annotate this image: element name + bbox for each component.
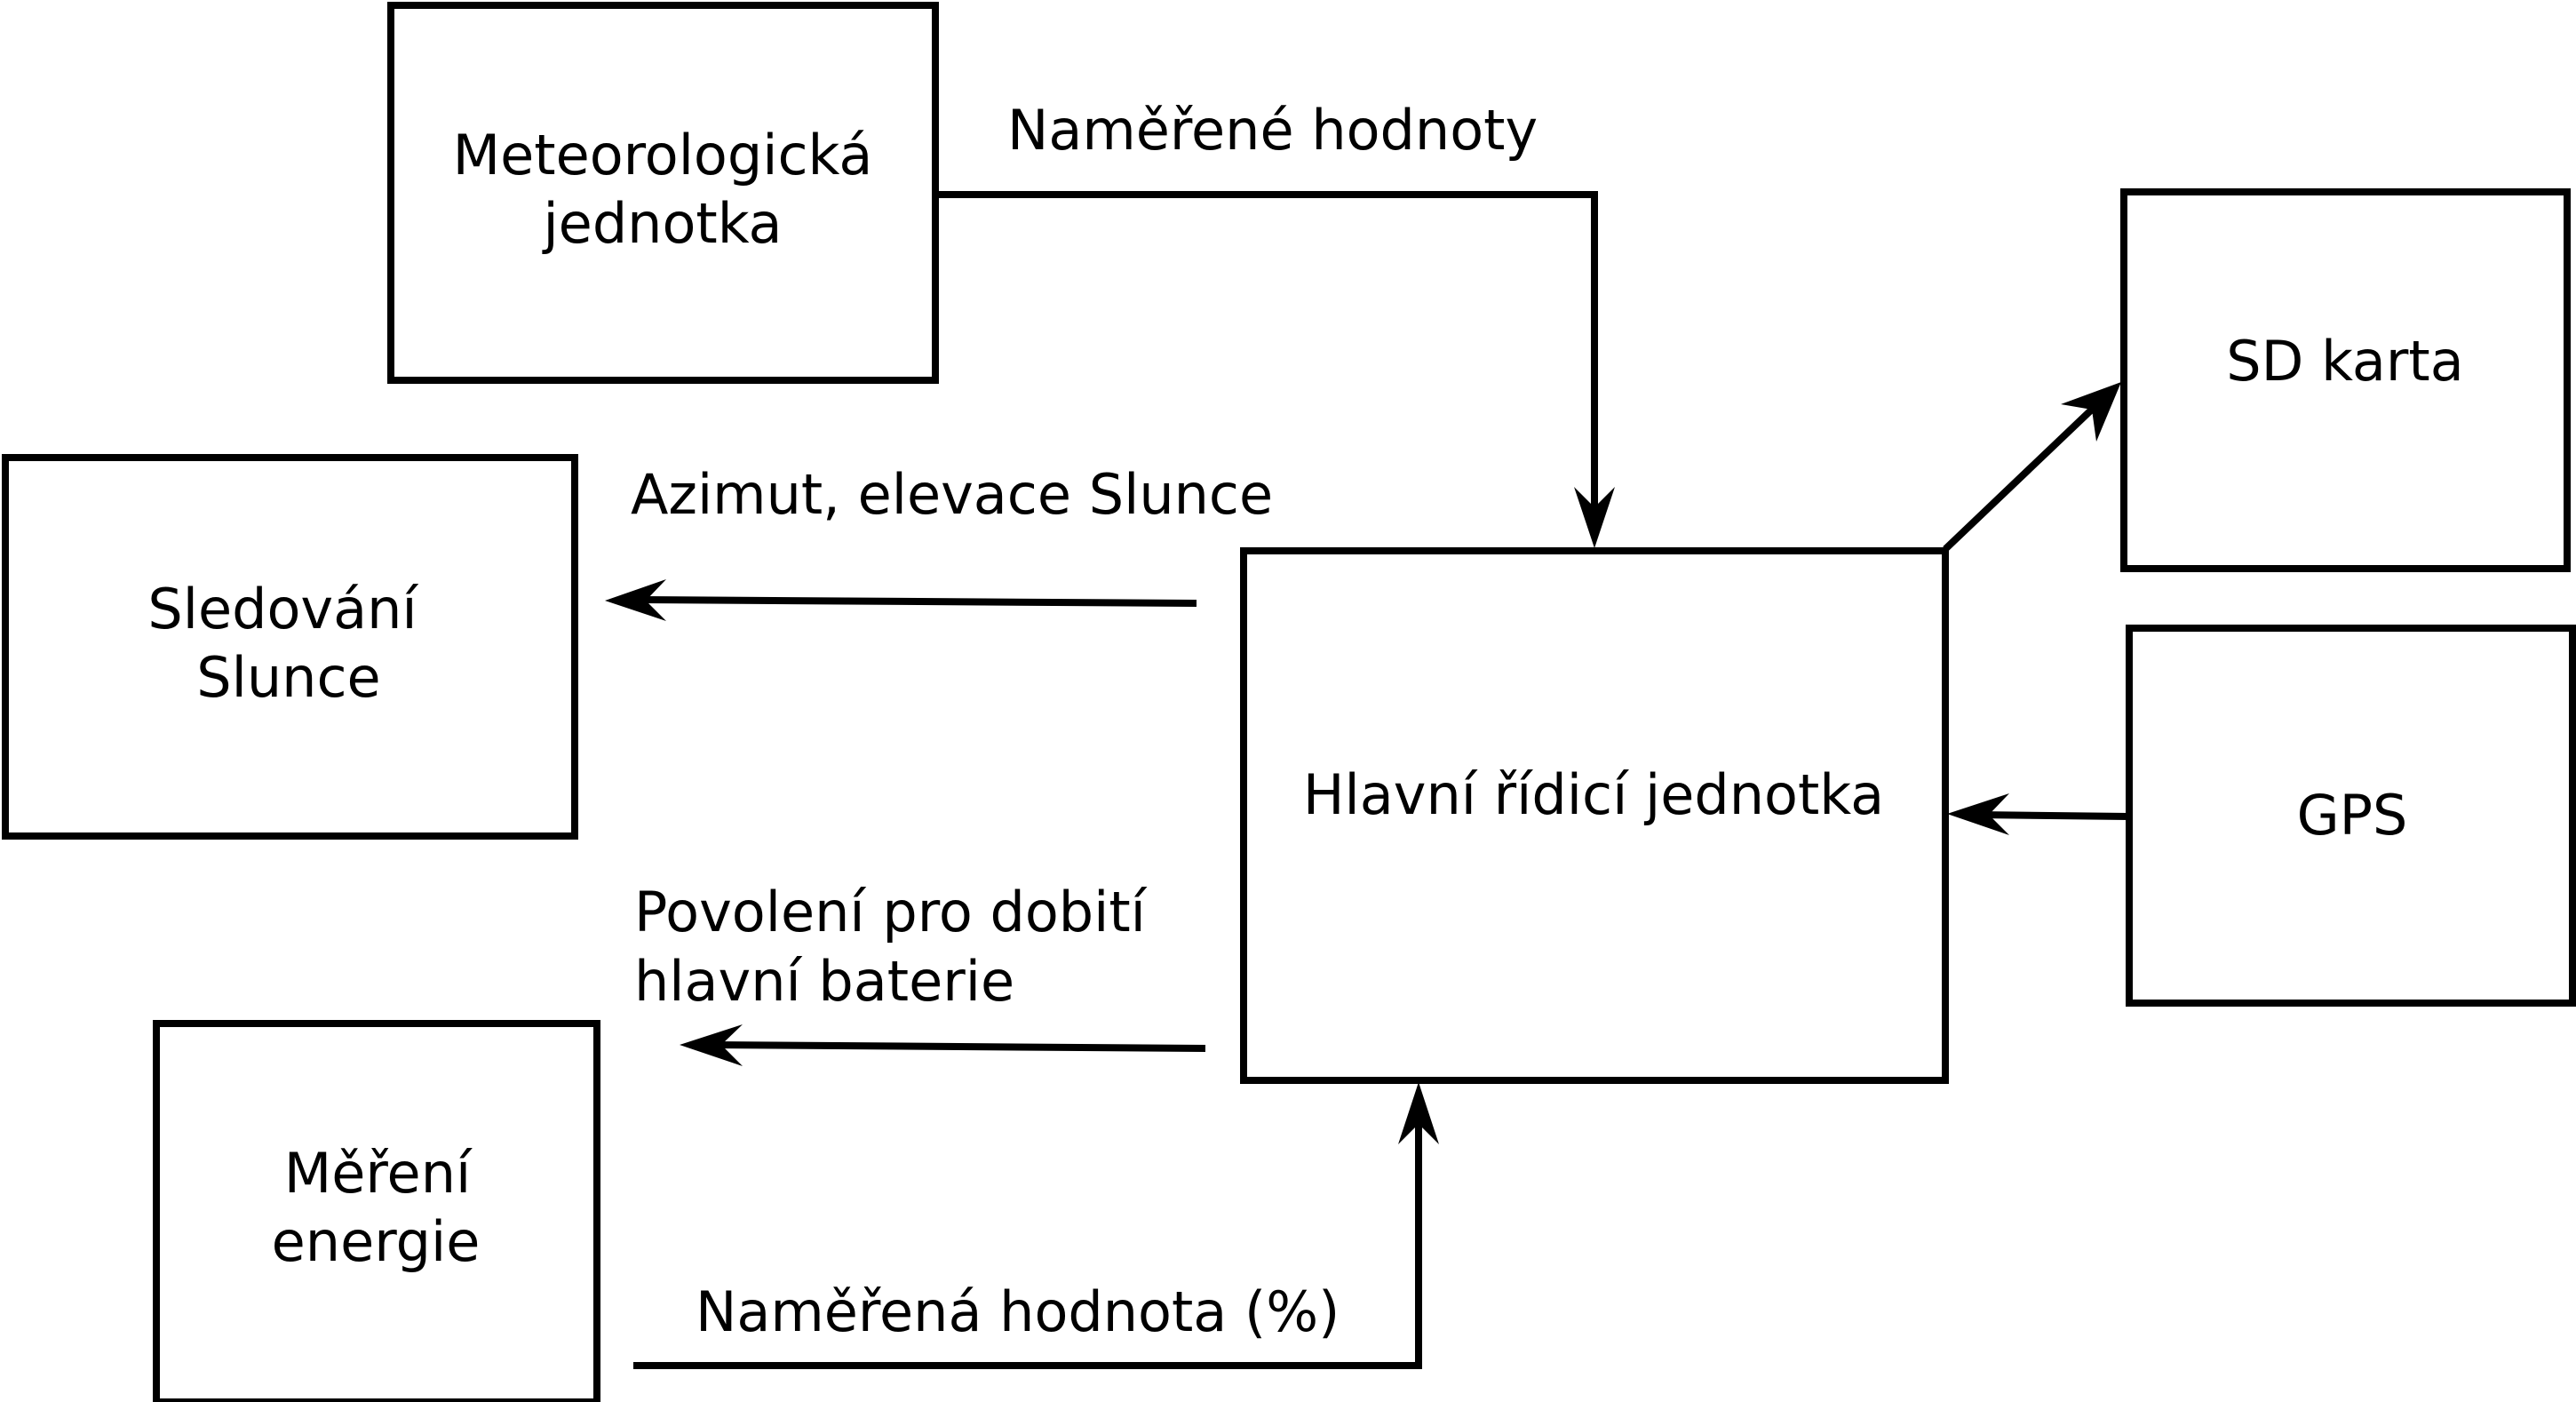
arrowhead-down-icon: [1574, 487, 1615, 548]
edge-from-gps: [1947, 793, 2130, 835]
edge-azimut-elevace: Azimut, elevace Slunce: [605, 462, 1273, 621]
edge-label: Naměřené hodnoty: [1007, 98, 1538, 163]
node-label-line: SD karta: [2226, 329, 2463, 394]
node-gps: GPS: [2126, 625, 2576, 1007]
arrowhead-diagonal-icon: [2061, 382, 2121, 442]
edge-to-sd-karta: [1943, 382, 2121, 552]
node-label-line: Meteorologická: [453, 123, 873, 187]
node-hlavni-ridici-jednotka: Hlavní řídicí jednotka: [1240, 547, 1949, 1084]
node-mereni-energie: Měření energie: [153, 1020, 600, 1402]
node-label-line: jednotka: [541, 191, 782, 256]
node-sledovani-slunce: Sledování Slunce: [2, 454, 578, 840]
node-label-line: Měření: [284, 1141, 473, 1206]
arrowhead-left-icon: [680, 1024, 743, 1066]
arrowhead-left-icon: [1947, 793, 2009, 835]
edge-label: Naměřená hodnota (%): [696, 1279, 1340, 1344]
node-label-line: Sledování: [147, 577, 418, 641]
edge-label: Povolení pro dobití: [634, 880, 1148, 944]
node-label-line: Slunce: [196, 645, 380, 710]
edge-namerena-hodnota: Naměřená hodnota (%): [633, 1082, 1439, 1369]
node-sd-karta: SD karta: [2120, 188, 2571, 572]
edge-povoleni-dobiti: Povolení pro dobití hlavní baterie: [634, 880, 1206, 1066]
edge-namerene-hodnoty: Naměřené hodnoty: [935, 98, 1615, 548]
node-meteorologicka-jednotka: Meteorologická jednotka: [387, 2, 939, 384]
node-label-line: GPS: [2297, 783, 2408, 848]
node-label-line: Hlavní řídicí jednotka: [1303, 762, 1884, 827]
edge-label: Azimut, elevace Slunce: [631, 462, 1273, 527]
arrowhead-up-icon: [1398, 1082, 1439, 1144]
arrowhead-left-icon: [605, 579, 666, 621]
edge-label: hlavní baterie: [634, 949, 1014, 1014]
node-label-line: energie: [272, 1209, 481, 1274]
